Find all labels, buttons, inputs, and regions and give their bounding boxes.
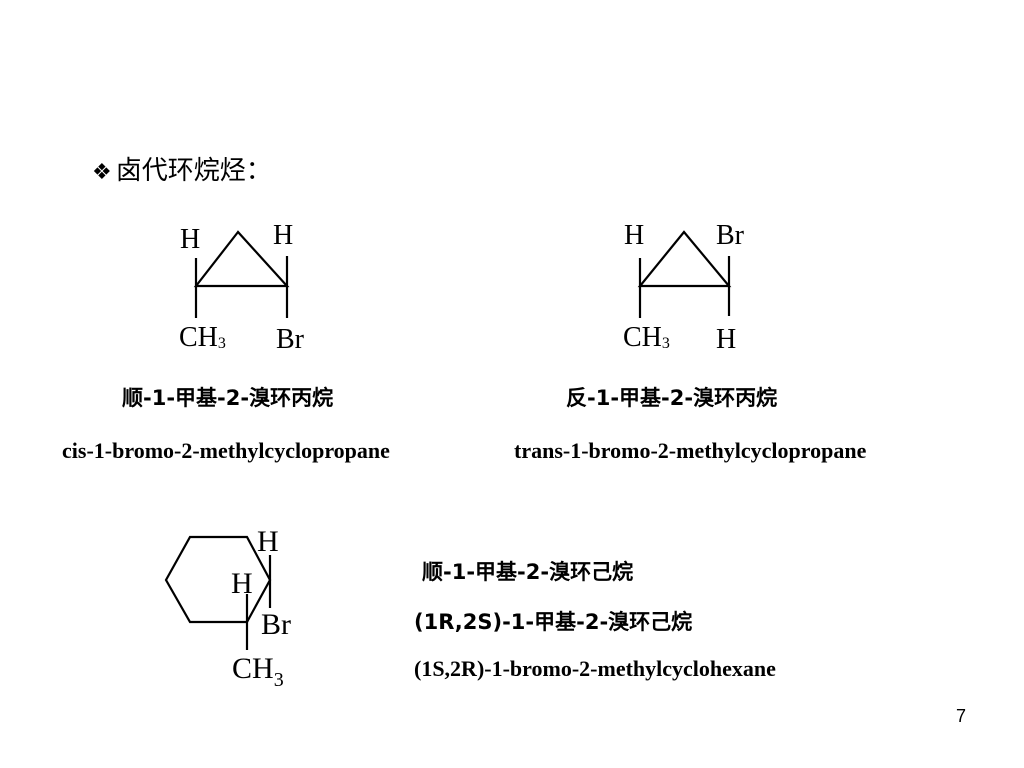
heading-text: 卤代环烷烃： xyxy=(115,156,272,186)
cyclohexane-name-en: (1S,2R)-1-bromo-2-methylcyclohexane xyxy=(414,656,776,681)
cyclohexane-ring xyxy=(164,535,272,624)
cis-ch3-sub: 3 xyxy=(218,335,226,352)
trans-h-left: H xyxy=(624,220,644,251)
diamond-bullet-icon: ❖ xyxy=(92,160,112,185)
cyclohexane-ch3-main: CH xyxy=(232,652,274,685)
cyclohexane-name-config-cn: (1R,2S)-1-甲基-2-溴环己烷 xyxy=(414,610,693,634)
cyclohexane-name-cn: 顺-1-甲基-2-溴环己烷 xyxy=(422,560,634,584)
trans-cyclopropane-structure xyxy=(637,230,732,318)
trans-name-en: trans-1-bromo-2-methylcyclopropane xyxy=(514,438,867,463)
cyclohexane-ch3-sub: 3 xyxy=(274,669,284,691)
cyclohexane-ch3: CH3 xyxy=(232,652,284,691)
trans-ch3: CH3 xyxy=(623,322,670,353)
cis-ch3: CH3 xyxy=(179,322,226,353)
trans-ch3-main: CH xyxy=(623,322,662,353)
page-number: 7 xyxy=(955,706,966,726)
section-heading: ❖卤代环烷烃： xyxy=(92,150,272,187)
trans-ch3-sub: 3 xyxy=(662,335,670,352)
cis-cyclopropane-structure xyxy=(193,230,290,318)
cis-h-left: H xyxy=(180,224,200,255)
cyclohexane-structure xyxy=(164,535,272,650)
cis-name-cn: 顺-1-甲基-2-溴环丙烷 xyxy=(122,386,334,410)
cis-br: Br xyxy=(276,324,305,355)
trans-ring xyxy=(637,230,732,288)
cyclohexane-br: Br xyxy=(261,608,291,641)
cyclohexane-h-mid: H xyxy=(231,567,253,600)
trans-br: Br xyxy=(716,220,745,251)
cyclohexane-h-top: H xyxy=(257,525,279,558)
cis-ring xyxy=(193,230,290,288)
cis-ch3-main: CH xyxy=(179,322,218,353)
cis-name-en: cis-1-bromo-2-methylcyclopropane xyxy=(62,438,390,463)
trans-name-cn: 反-1-甲基-2-溴环丙烷 xyxy=(566,386,778,410)
cis-h-right: H xyxy=(273,220,293,251)
trans-h-bottom: H xyxy=(716,324,736,355)
